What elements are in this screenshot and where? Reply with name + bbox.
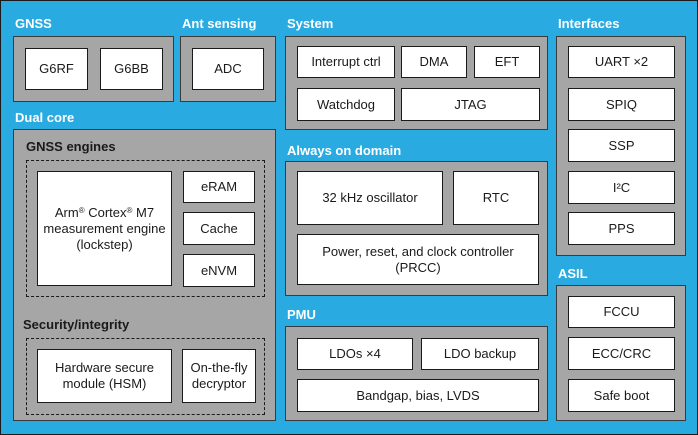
spiq-block: SPIQ xyxy=(568,88,675,121)
gnss-panel: G6RF G6BB xyxy=(13,36,174,102)
uart-block: UART ×2 xyxy=(568,46,675,78)
interrupt-ctrl-block: Interrupt ctrl xyxy=(297,46,395,78)
cortex-m7-line2: measurement engine xyxy=(43,220,166,236)
decryptor-line1: On-the-fly xyxy=(190,360,248,375)
system-title: System xyxy=(287,16,334,31)
otf-decryptor-block: On-the-fly decryptor xyxy=(182,349,256,403)
gnss-engines-group: Arm® Cortex® M7 measurement engine (lock… xyxy=(26,160,265,297)
prcc-block: Power, reset, and clock controller (PRCC… xyxy=(297,234,539,285)
asil-title: ASIL xyxy=(558,266,588,281)
hsm-line1: Hardware secure xyxy=(55,360,154,375)
oscillator-block: 32 kHz oscillator xyxy=(297,171,443,225)
jtag-block: JTAG xyxy=(401,88,540,121)
ecc-crc-block: ECC/CRC xyxy=(568,337,675,370)
i2c-block: I²C xyxy=(568,171,675,204)
bandgap-block: Bandgap, bias, LVDS xyxy=(297,379,539,412)
hsm-line2: module (HSM) xyxy=(62,376,147,391)
security-integrity-title: Security/integrity xyxy=(23,317,130,332)
security-group: Hardware secure module (HSM) On-the-fly … xyxy=(26,338,265,415)
fccu-block: FCCU xyxy=(568,296,675,328)
interfaces-panel: UART ×2 SPIQ SSP I²C PPS xyxy=(556,36,686,256)
watchdog-block: Watchdog xyxy=(297,88,395,121)
eram-block: eRAM xyxy=(183,171,255,203)
gnss-engines-title: GNSS engines xyxy=(26,139,116,154)
dual-core-title: Dual core xyxy=(15,110,75,125)
cortex-m7-line1: Arm® Cortex® M7 xyxy=(54,204,155,220)
ant-sensing-title: Ant sensing xyxy=(182,16,257,31)
prcc-line1: Power, reset, and clock controller xyxy=(322,243,514,259)
safe-boot-block: Safe boot xyxy=(568,379,675,412)
asil-panel: FCCU ECC/CRC Safe boot xyxy=(556,285,686,421)
cache-block: Cache xyxy=(183,212,255,245)
prcc-line2: (PRCC) xyxy=(395,259,441,275)
adc-block: ADC xyxy=(192,48,264,90)
ldo-backup-block: LDO backup xyxy=(421,338,539,370)
dma-block: DMA xyxy=(401,46,467,78)
ldos-block: LDOs ×4 xyxy=(297,338,413,370)
g6rf-block: G6RF xyxy=(25,48,88,90)
cortex-m7-engine-block: Arm® Cortex® M7 measurement engine (lock… xyxy=(37,171,172,286)
envm-block: eNVM xyxy=(183,254,255,287)
interfaces-title: Interfaces xyxy=(558,16,620,31)
eft-block: EFT xyxy=(474,46,540,78)
decryptor-line2: decryptor xyxy=(191,376,247,391)
gnss-title: GNSS xyxy=(15,16,52,31)
pmu-panel: LDOs ×4 LDO backup Bandgap, bias, LVDS xyxy=(285,326,548,421)
always-on-title: Always on domain xyxy=(287,143,402,158)
always-on-panel: 32 kHz oscillator RTC Power, reset, and … xyxy=(285,161,548,296)
rtc-block: RTC xyxy=(453,171,539,225)
ant-sensing-panel: ADC xyxy=(180,36,276,102)
pmu-title: PMU xyxy=(287,307,316,322)
dual-core-panel: GNSS engines Arm® Cortex® M7 measurement… xyxy=(13,129,276,421)
g6bb-block: G6BB xyxy=(100,48,163,90)
system-panel: Interrupt ctrl DMA EFT Watchdog JTAG xyxy=(285,36,548,130)
hsm-block: Hardware secure module (HSM) xyxy=(37,349,172,403)
pps-block: PPS xyxy=(568,212,675,245)
ssp-block: SSP xyxy=(568,129,675,162)
cortex-m7-line3: (lockstep) xyxy=(76,236,133,252)
